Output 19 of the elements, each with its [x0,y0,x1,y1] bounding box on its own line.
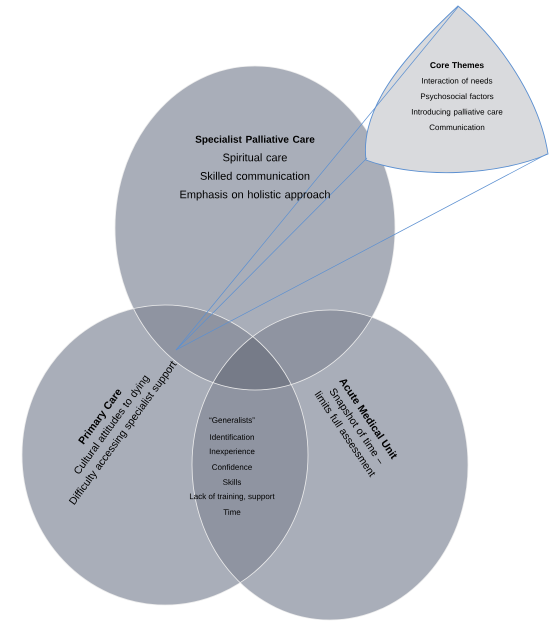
node-heading: Core Themes [430,62,484,68]
leader-line [176,6,458,350]
node-heading: Specialist Palliative Care [195,135,314,145]
node-text: Emphasis on holistic approach [180,190,330,200]
region-label: Time [223,509,240,515]
node-text: Introducing palliative care [412,108,502,116]
leader-line [176,154,548,350]
node-text: Skilled communication [200,172,310,180]
leader-line [176,158,368,350]
node-text: Communication [430,124,484,130]
node-text: Psychosocial factors [420,93,494,101]
region-label: Lack of training, support [190,493,275,501]
region-label: Identification [210,434,254,440]
region-label: Inexperience [210,448,255,456]
node-text: Spiritual care [223,153,287,164]
node-text: Interaction of needs [422,78,492,84]
region-label: Confidence [212,464,252,470]
region-label: Skills [223,479,242,485]
region-label: “Generalists” [209,417,255,423]
